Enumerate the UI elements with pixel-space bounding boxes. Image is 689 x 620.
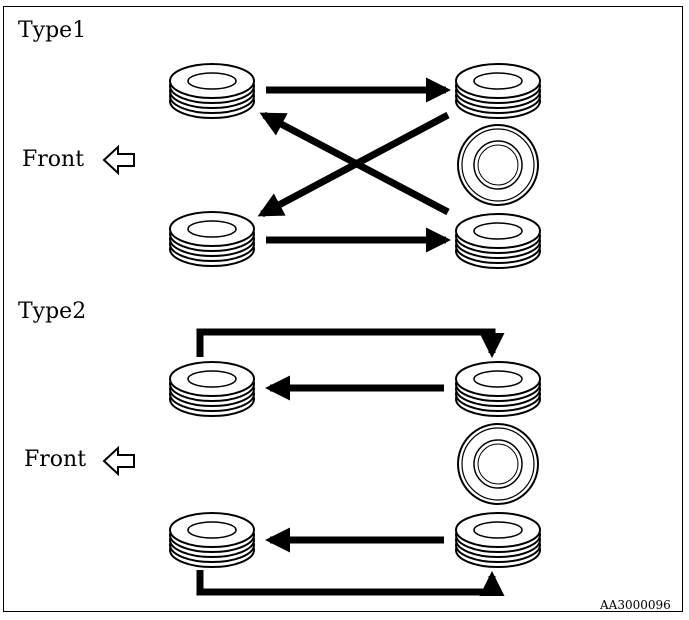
spare-tire-icon <box>457 423 539 505</box>
tire-icon <box>169 512 255 568</box>
rotation-arrow <box>257 111 450 218</box>
type2-label: Type2 <box>18 299 87 324</box>
front-arrow-icon <box>103 447 135 475</box>
spare-tire-icon <box>457 124 539 206</box>
figure-code: AA3000096 <box>600 598 671 612</box>
type1-label: Type1 <box>18 18 87 43</box>
tire-icon <box>455 512 541 568</box>
tire-icon <box>169 211 255 267</box>
rotation-arrow <box>196 328 505 359</box>
tire-icon <box>169 63 255 119</box>
tire-icon <box>169 361 255 417</box>
diagram-frame <box>3 6 683 612</box>
tire-icon <box>455 213 541 269</box>
rotation-arrow <box>196 570 505 597</box>
front-label-type1: Front <box>22 147 85 172</box>
tire-icon <box>455 63 541 119</box>
front-label-type2: Front <box>24 447 87 472</box>
front-arrow-icon <box>103 146 135 174</box>
tire-icon <box>455 361 541 417</box>
